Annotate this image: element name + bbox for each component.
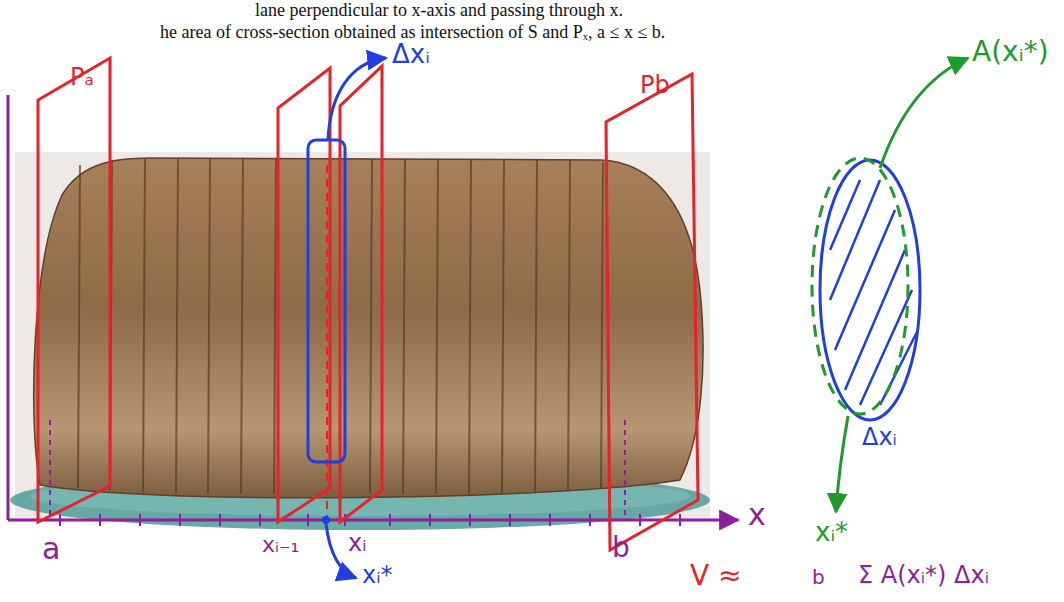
- sample-point-label: xᵢ*: [362, 562, 393, 590]
- axis-mark: b: [612, 532, 630, 564]
- plane-name: Pₐ: [70, 64, 94, 92]
- formula: V ≈: [690, 560, 742, 592]
- slice-slab: [308, 140, 345, 462]
- plane-left: [278, 68, 330, 522]
- formula: b: [812, 566, 825, 589]
- slab-section: [820, 160, 920, 420]
- a-guide: [49, 420, 51, 520]
- sample-point: [322, 516, 330, 524]
- area-leader: [880, 58, 968, 168]
- slice-width: Δxᵢ: [392, 40, 430, 70]
- section-hatching: [830, 180, 918, 405]
- plane-name: Pb: [640, 72, 670, 100]
- axis-name: x: [748, 498, 766, 533]
- axis-mark: a: [42, 532, 60, 567]
- area-label: A(xᵢ*): [972, 36, 1049, 68]
- axis-mark: xᵢ: [348, 530, 367, 558]
- slice-width: Δxᵢ: [862, 424, 897, 452]
- cross-section-area: [812, 158, 908, 414]
- b-guide: [624, 420, 626, 520]
- plane-pb: [606, 74, 698, 550]
- bread-loaf: [34, 158, 703, 498]
- axis-mark: xᵢ₋₁: [262, 532, 299, 557]
- formula: Σ A(xᵢ*) Δxᵢ: [858, 562, 989, 590]
- axis-ticks: [60, 514, 680, 526]
- delta-leader: [328, 58, 386, 140]
- text-line: lane perpendicular to x-axis and passing…: [255, 0, 623, 21]
- x-axis: [8, 519, 738, 522]
- plane-pa: [38, 58, 110, 522]
- section-point-leader: [836, 416, 848, 512]
- sample-plane-trace: [326, 165, 328, 520]
- sample-point-label: xᵢ*: [815, 518, 848, 548]
- vertical-axis: [7, 95, 10, 520]
